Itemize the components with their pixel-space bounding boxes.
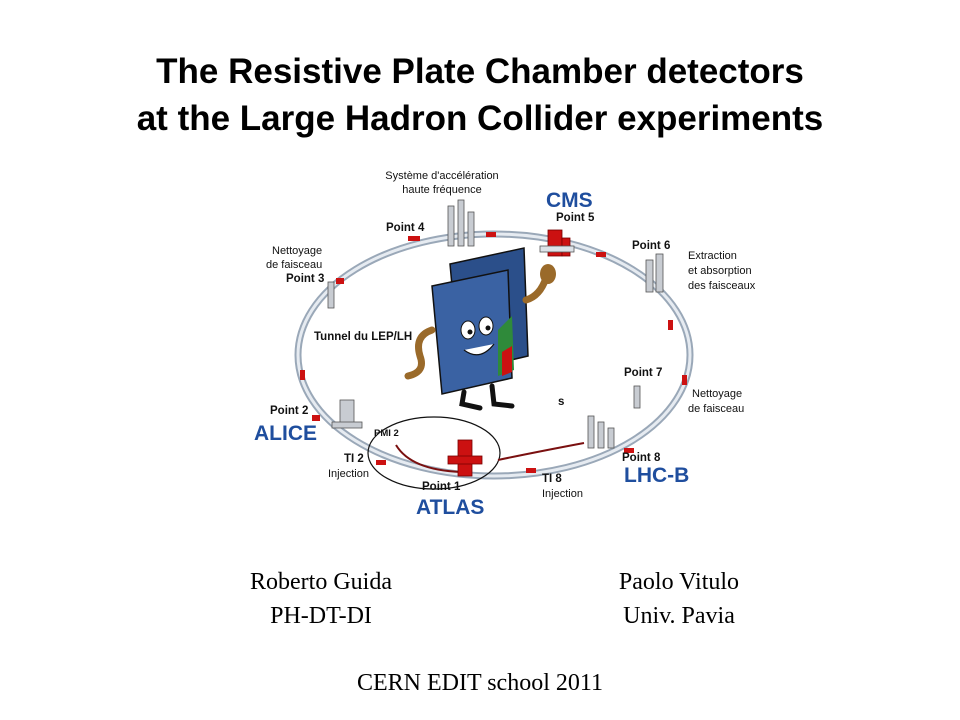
cleaning-right-label-1: Nettoyage	[692, 388, 742, 400]
author-affiliation: PH-DT-DI	[270, 603, 372, 629]
point6-shafts	[645, 253, 664, 293]
lhc-ring-diagram: Système d'accélération haute fréquence P…	[254, 170, 756, 519]
point3-label: Point 3	[286, 273, 324, 285]
point7-label: Point 7	[624, 367, 662, 379]
point8-label: Point 8	[622, 452, 661, 464]
point1-label: Point 1	[422, 481, 461, 493]
lhcb-label: LHC-B	[624, 464, 689, 487]
point2-label: Point 2	[270, 405, 308, 417]
point5-label: Point 5	[556, 212, 595, 224]
tunnel-label: Tunnel du LEP/LH	[314, 331, 412, 343]
cleaning-left-label-1: Nettoyage	[272, 245, 322, 257]
author-block-left: Roberto Guida PH-DT-DI	[201, 565, 441, 633]
author-name: Paolo Vitulo	[618, 569, 740, 595]
ti2-transfer-line	[395, 444, 462, 473]
ring-markers	[300, 232, 687, 473]
lhcb-shafts	[587, 415, 615, 449]
title-line-1: The Resistive Plate Chamber detectors	[156, 52, 804, 91]
rpc-mascot	[404, 247, 556, 411]
atlas-shaft	[447, 439, 483, 477]
ti8-label: TI 8	[542, 473, 562, 485]
cms-shaft	[539, 229, 575, 257]
extraction-label-1: Extraction	[688, 250, 737, 262]
extraction-label-3: des faisceaux	[688, 280, 756, 292]
alice-label: ALICE	[254, 422, 317, 445]
ti2-label: TI 2	[344, 453, 364, 465]
alice-shaft	[331, 399, 363, 429]
fragment-label: s	[558, 396, 564, 408]
rf-system-label-2: haute fréquence	[402, 184, 482, 196]
cms-label: CMS	[546, 189, 593, 212]
point6-label: Point 6	[632, 240, 670, 252]
title-line-2: at the Large Hadron Collider experiments	[136, 99, 824, 138]
atlas-label: ATLAS	[416, 496, 484, 519]
extraction-label-2: et absorption	[688, 265, 752, 277]
author-affiliation: Univ. Pavia	[623, 603, 735, 629]
point3-shaft	[327, 281, 335, 309]
author-block-right: Paolo Vitulo Univ. Pavia	[559, 565, 799, 633]
author-name: Roberto Guida	[250, 569, 392, 595]
event-footer: CERN EDIT school 2011	[357, 670, 603, 696]
ti8-transfer-line	[497, 442, 585, 461]
pmi2-label: PMI 2	[374, 428, 399, 439]
rf-system-label-1: Système d'accélération	[385, 170, 498, 182]
point4-label: Point 4	[386, 222, 425, 234]
injection-right-label: Injection	[542, 488, 583, 500]
sps-ring	[367, 416, 501, 490]
cleaning-left-label-2: de faisceau	[266, 259, 322, 271]
cleaning-right-label-2: de faisceau	[688, 403, 744, 415]
injection-left-label: Injection	[328, 468, 369, 480]
slide-title: The Resistive Plate Chamber detectors at…	[0, 48, 960, 142]
point7-shafts	[633, 385, 641, 409]
point4-shafts	[447, 199, 475, 247]
